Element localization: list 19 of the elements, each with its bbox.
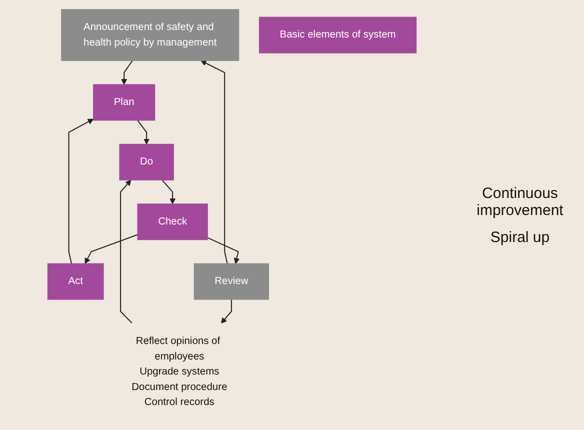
node-box: Review [194, 263, 270, 300]
arrow [120, 180, 133, 324]
arrow [220, 299, 232, 324]
arrow [207, 237, 240, 264]
cycle-note: Continuous improvement [476, 184, 564, 218]
node-box: Act [47, 263, 104, 300]
node-box: Check [137, 204, 208, 240]
node-box: Basic elements of system [258, 16, 417, 54]
node-box: Do [119, 144, 174, 180]
arrow [200, 60, 228, 264]
arrow [162, 180, 176, 204]
arrow [137, 120, 150, 144]
node-text: Reflect opinions of employees Upgrade systems Document procedure Control records [132, 334, 228, 408]
node-box: Plan [93, 84, 156, 121]
node-box: Announcement of safety and health policy by management [61, 9, 240, 61]
arrow [121, 60, 133, 85]
arrow [84, 234, 138, 264]
cycle-note: Spiral up [490, 228, 550, 246]
arrow [68, 118, 94, 264]
